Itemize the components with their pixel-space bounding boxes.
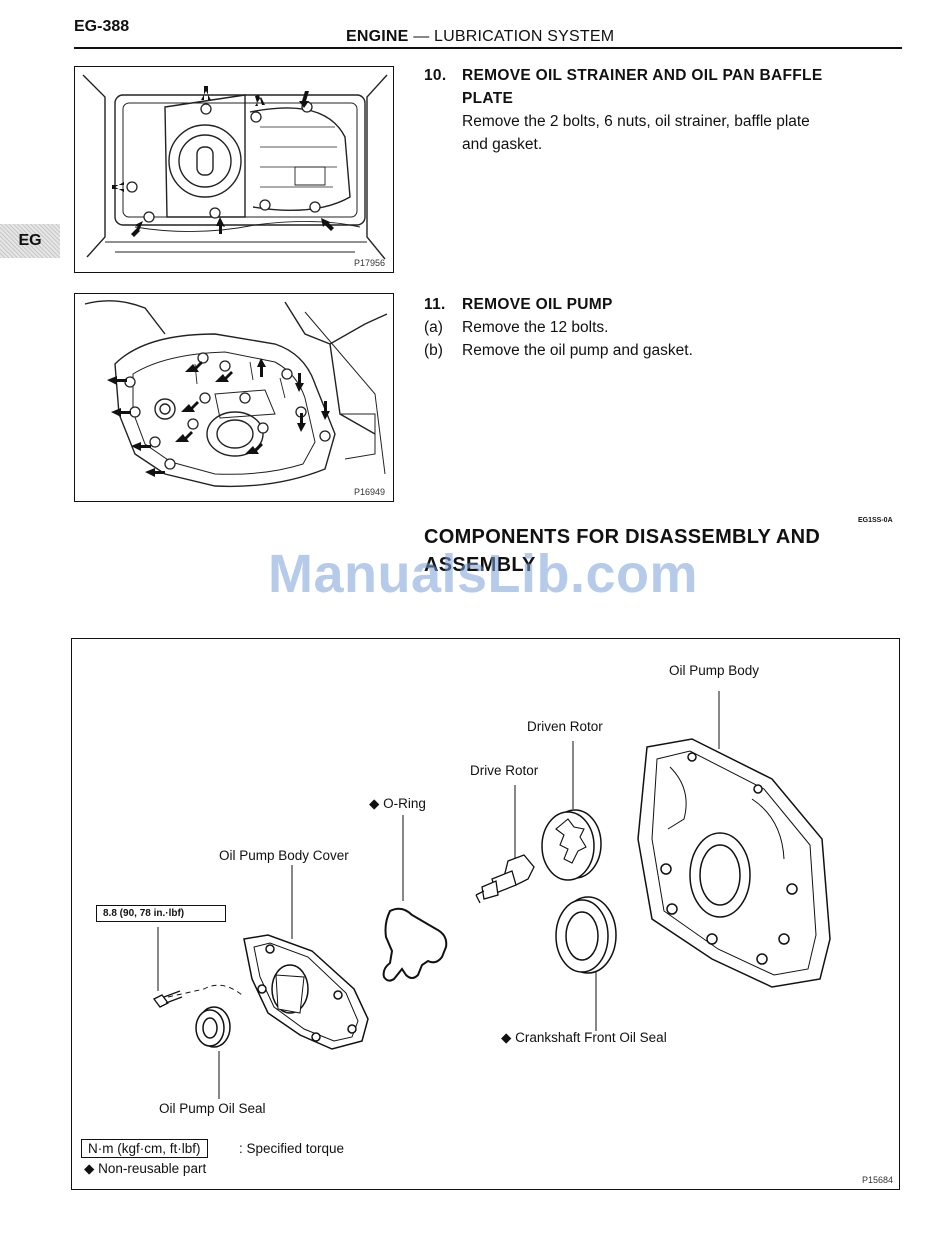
figure-code: P15684	[861, 1175, 893, 1185]
page-number: EG-388	[74, 18, 130, 35]
step-sub-item: (a)Remove the 12 bolts.	[424, 319, 609, 336]
step-number: 11.	[424, 296, 446, 313]
driven-rotor-drawing	[541, 809, 602, 881]
step-sub-item: (b)Remove the oil pump and gasket.	[424, 342, 693, 359]
step-heading: REMOVE OIL STRAINER AND OIL PAN BAFFLE	[462, 67, 823, 84]
bolt-drawing	[153, 984, 243, 1008]
legend-torque-unit: N·m (kgf·cm, ft·lbf)	[81, 1139, 208, 1158]
label-o-ring: ◆ O-Ring	[369, 796, 426, 811]
page-header-title: ENGINE — LUBRICATION SYSTEM	[346, 28, 615, 45]
drive-rotor-drawing	[475, 854, 535, 904]
legend-torque-desc: : Specified torque	[239, 1141, 345, 1156]
figure-code: P17956	[353, 258, 385, 268]
label-oil-pump-body: Oil Pump Body	[669, 663, 760, 678]
label-drive-rotor: Drive Rotor	[470, 763, 539, 778]
oil-pump-illustration	[84, 300, 388, 488]
step-body: Remove the 2 bolts, 6 nuts, oil strainer…	[462, 113, 810, 130]
label-driven-rotor: Driven Rotor	[527, 719, 603, 734]
watermark: ManualsLib.com	[268, 544, 699, 604]
oil-strainer-illustration	[82, 74, 388, 260]
legend-non-reusable: ◆ Non-reusable part	[84, 1161, 207, 1176]
side-tab: EG	[0, 224, 60, 258]
oil-pump-body-drawing	[637, 738, 831, 988]
figure-oil-strainer: P17956	[74, 66, 394, 273]
step-10: 10. REMOVE OIL STRAINER AND OIL PAN BAFFL…	[424, 64, 904, 156]
figure-oil-pump-bolts: P16949	[74, 293, 394, 502]
oil-pump-seal-drawing	[195, 1006, 231, 1048]
header-rule	[74, 47, 902, 49]
step-number: 10.	[424, 67, 447, 84]
crankshaft-seal-drawing	[555, 896, 617, 974]
label-crankshaft-front-oil-seal: ◆ Crankshaft Front Oil Seal	[501, 1030, 667, 1045]
section-code: EG1SS-0A	[858, 517, 893, 524]
step-heading: REMOVE OIL PUMP	[462, 296, 613, 313]
components-illustration	[153, 691, 831, 1099]
label-oil-pump-body-cover: Oil Pump Body Cover	[219, 848, 349, 863]
o-ring-drawing	[382, 907, 448, 982]
label-oil-pump-oil-seal: Oil Pump Oil Seal	[159, 1101, 266, 1116]
torque-spec-box: 8.8 (90, 78 in.·lbf)	[96, 905, 226, 922]
step-heading-cont: PLATE	[462, 90, 514, 107]
components-diagram: Oil Pump Body Driven Rotor Drive Rotor ◆…	[71, 638, 900, 1190]
figure-code: P16949	[353, 487, 385, 497]
step-11: 11. REMOVE OIL PUMP (a)Remove the 12 bolt…	[424, 293, 904, 362]
body-cover-drawing	[243, 934, 369, 1050]
section-title: COMPONENTS FOR DISASSEMBLY AND ASSEMBLY	[424, 526, 821, 576]
step-body-cont: and gasket.	[462, 136, 543, 153]
